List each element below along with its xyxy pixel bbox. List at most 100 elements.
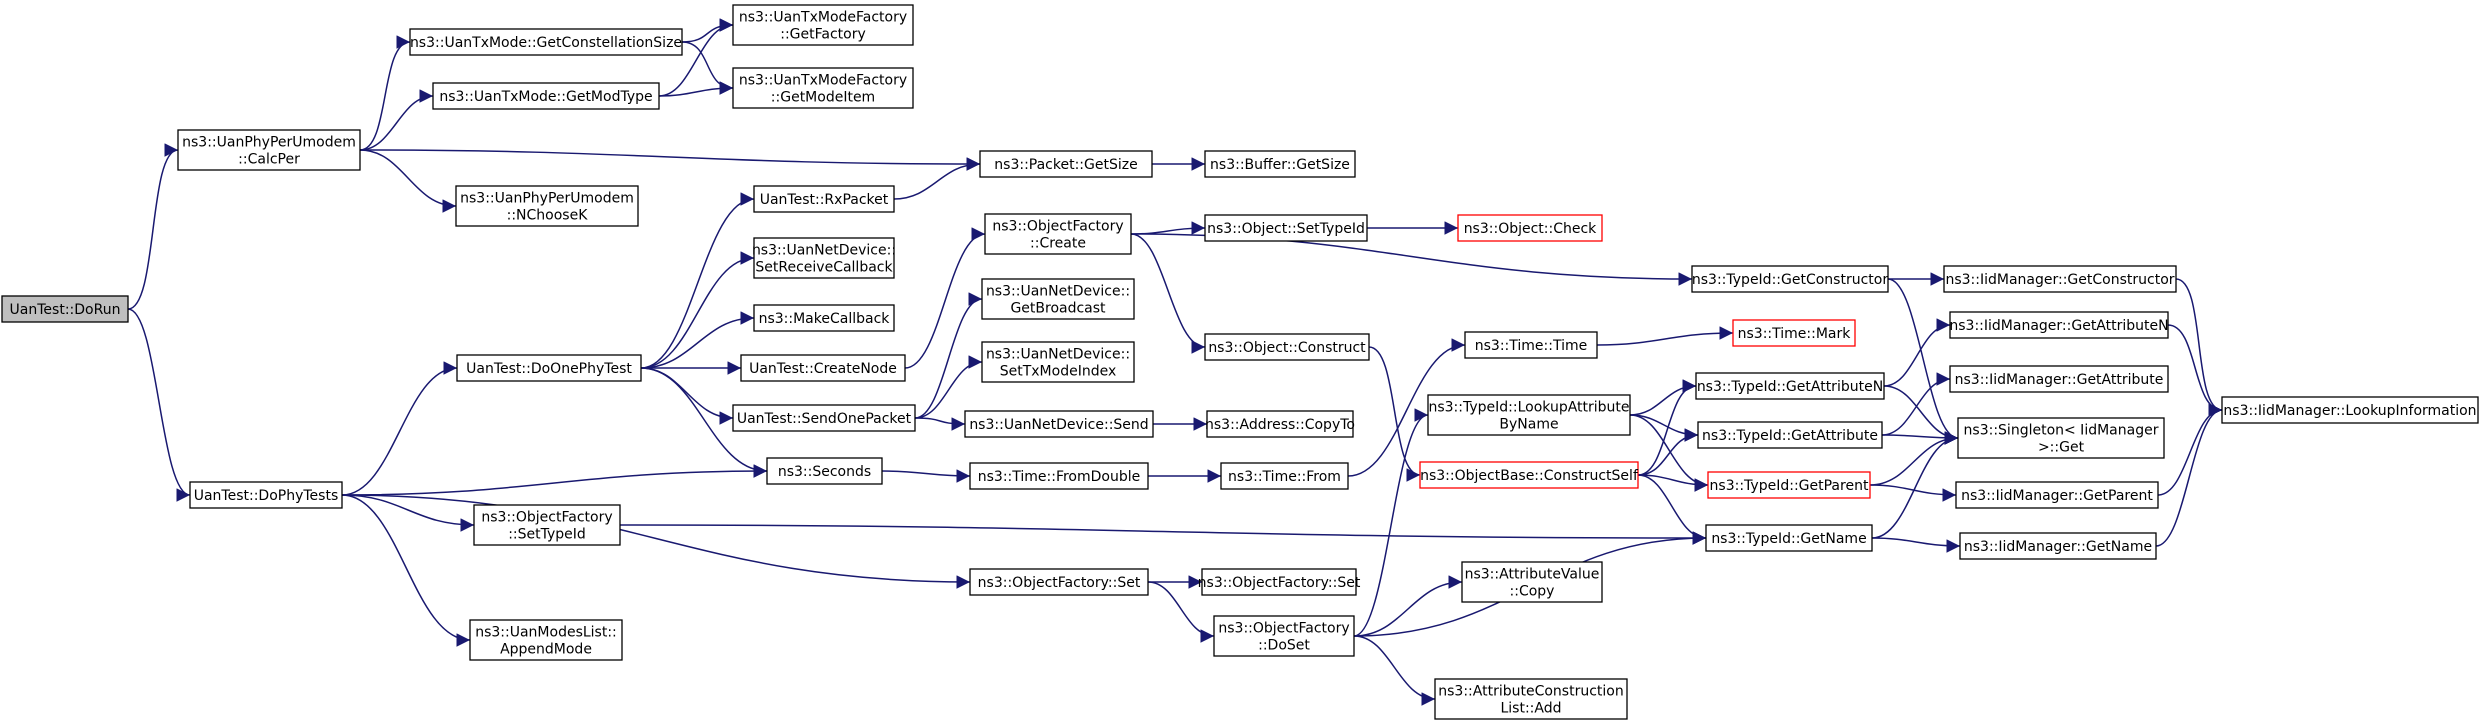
node-settxmode[interactable]: ns3::UanNetDevice::SetTxModeIndex bbox=[981, 341, 1135, 383]
node-label: ns3::IidManager::GetName bbox=[1964, 539, 2152, 555]
node-box bbox=[1457, 214, 1603, 242]
node-iidgetattr[interactable]: ns3::IidManager::GetAttribute bbox=[1949, 365, 2169, 393]
node-label: ns3::Object::Check bbox=[1464, 221, 1597, 237]
node-attrvalcopy[interactable]: ns3::AttributeValue::Copy bbox=[1461, 561, 1603, 603]
node-setrecv[interactable]: ns3::UanNetDevice::SetReceiveCallback bbox=[752, 237, 896, 279]
node-getfactory[interactable]: ns3::UanTxModeFactory::GetFactory bbox=[732, 4, 914, 46]
node-label: ns3::IidManager::LookupInformation bbox=[2223, 403, 2476, 419]
edge-ofdoset-to-attrvalcopy bbox=[1353, 575, 1463, 637]
node-calcper[interactable]: ns3::UanPhyPerUmodem::CalcPer bbox=[177, 129, 361, 171]
node-getconstructor[interactable]: ns3::TypeId::GetConstructor bbox=[1691, 265, 1889, 293]
node-singleton[interactable]: ns3::Singleton< IidManager>::Get bbox=[1957, 417, 2165, 459]
edge-dorun-to-dophytests bbox=[127, 308, 191, 502]
node-iidgetname[interactable]: ns3::IidManager::GetName bbox=[1959, 532, 2157, 560]
node-box bbox=[753, 185, 895, 213]
edge-getname-to-iidgetname bbox=[1871, 537, 1961, 553]
node-label: ::GetModeItem bbox=[771, 90, 875, 106]
node-ofcreate[interactable]: ns3::ObjectFactory::Create bbox=[984, 213, 1132, 255]
node-label: ns3::ObjectBase::ConstructSelf bbox=[1420, 468, 1639, 484]
node-box bbox=[455, 185, 639, 227]
node-makecallback[interactable]: ns3::MakeCallback bbox=[753, 304, 895, 332]
node-ofdoset[interactable]: ns3::ObjectFactory::DoSet bbox=[1213, 615, 1355, 657]
node-ofset2[interactable]: ns3::ObjectFactory::Set bbox=[1198, 568, 1361, 596]
node-getname[interactable]: ns3::TypeId::GetName bbox=[1705, 524, 1873, 552]
edge-doonephy-to-setrecv bbox=[640, 251, 755, 369]
node-getmodeitem[interactable]: ns3::UanTxModeFactory::GetModeItem bbox=[732, 67, 914, 109]
edge-constructself-to-getattr bbox=[1637, 428, 1699, 476]
node-label: ns3::ObjectFactory::Set bbox=[1198, 575, 1361, 591]
node-objconstruct[interactable]: ns3::Object::Construct bbox=[1204, 333, 1370, 361]
node-box bbox=[1697, 421, 1883, 449]
node-box bbox=[753, 237, 895, 279]
edge-dorun-to-calcper bbox=[127, 143, 179, 310]
node-box bbox=[1213, 615, 1355, 657]
node-rxpacket[interactable]: UanTest::RxPacket bbox=[753, 185, 895, 213]
node-doonephy[interactable]: UanTest::DoOnePhyTest bbox=[456, 354, 642, 382]
node-box bbox=[1427, 394, 1631, 436]
node-box bbox=[1732, 319, 1856, 347]
node-timetime[interactable]: ns3::Time::Time bbox=[1464, 331, 1598, 359]
edge-getconst-to-getfactory bbox=[681, 18, 734, 43]
node-box bbox=[1204, 150, 1356, 178]
node-box bbox=[969, 462, 1149, 490]
edge-getattrn-to-iidgetattrn bbox=[1883, 318, 1951, 387]
node-label: >::Get bbox=[2038, 440, 2085, 456]
node-label: ns3::UanPhyPerUmodem bbox=[182, 135, 356, 151]
node-iidlookup[interactable]: ns3::IidManager::LookupInformation bbox=[2221, 396, 2479, 424]
node-constructself[interactable]: ns3::ObjectBase::ConstructSelf bbox=[1419, 461, 1639, 489]
node-label: ns3::Buffer::GetSize bbox=[1210, 157, 1350, 173]
node-box bbox=[1949, 365, 2169, 393]
node-copyto[interactable]: ns3::Address::CopyTo bbox=[1205, 410, 1355, 438]
node-label: ns3::UanTxMode::GetConstellationSize bbox=[410, 35, 682, 51]
node-objsettypeid[interactable]: ns3::Object::SetTypeId bbox=[1204, 214, 1368, 242]
node-ofset[interactable]: ns3::ObjectFactory::Set bbox=[969, 568, 1149, 596]
node-box bbox=[473, 504, 621, 546]
edge-createnode-to-ofcreate bbox=[904, 227, 986, 369]
node-getbroadcast[interactable]: ns3::UanNetDevice::GetBroadcast bbox=[981, 278, 1135, 320]
node-fromdouble[interactable]: ns3::Time::FromDouble bbox=[969, 462, 1149, 490]
node-buffergetsize[interactable]: ns3::Buffer::GetSize bbox=[1204, 150, 1356, 178]
node-iidgetparent[interactable]: ns3::IidManager::GetParent bbox=[1955, 481, 2159, 509]
node-timemark[interactable]: ns3::Time::Mark bbox=[1732, 319, 1856, 347]
node-getmodtype[interactable]: ns3::UanTxMode::GetModType bbox=[432, 82, 660, 110]
node-box bbox=[753, 304, 895, 332]
node-box bbox=[1955, 481, 2159, 509]
node-label: UanTest::RxPacket bbox=[760, 192, 889, 208]
node-createnode[interactable]: UanTest::CreateNode bbox=[740, 354, 906, 382]
node-box bbox=[432, 82, 660, 110]
node-box bbox=[1434, 678, 1628, 720]
edge-dophytests-to-ofsettypeid bbox=[341, 494, 475, 532]
edge-constructself-to-getattrn bbox=[1637, 379, 1697, 476]
edge-getconst-to-getmodeitem bbox=[681, 41, 734, 95]
node-label: AppendMode bbox=[500, 642, 592, 658]
node-box bbox=[1464, 331, 1598, 359]
node-appendmode[interactable]: ns3::UanModesList::AppendMode bbox=[469, 619, 623, 661]
node-packetgetsize[interactable]: ns3::Packet::GetSize bbox=[979, 150, 1153, 178]
node-sendonepacket[interactable]: UanTest::SendOnePacket bbox=[732, 404, 916, 432]
node-getattrn[interactable]: ns3::TypeId::GetAttributeN bbox=[1695, 372, 1885, 400]
node-netsend[interactable]: ns3::UanNetDevice::Send bbox=[964, 410, 1154, 438]
node-getconst[interactable]: ns3::UanTxMode::GetConstellationSize bbox=[409, 28, 683, 56]
node-dorun[interactable]: UanTest::DoRun bbox=[1, 295, 129, 323]
node-dophytests[interactable]: UanTest::DoPhyTests bbox=[189, 481, 343, 509]
node-label: ns3::UanNetDevice:: bbox=[986, 284, 1130, 300]
node-box bbox=[189, 481, 343, 509]
edge-dophytests-to-ofset bbox=[341, 494, 971, 589]
node-label: ns3::IidManager::GetAttribute bbox=[1955, 372, 2164, 388]
node-box bbox=[1204, 333, 1370, 361]
node-label: ns3::UanTxMode::GetModType bbox=[439, 89, 652, 105]
node-box bbox=[979, 150, 1153, 178]
node-nchoosek[interactable]: ns3::UanPhyPerUmodem::NChooseK bbox=[455, 185, 639, 227]
node-getparent[interactable]: ns3::TypeId::GetParent bbox=[1707, 471, 1871, 499]
node-seconds[interactable]: ns3::Seconds bbox=[766, 457, 883, 485]
node-objcheck[interactable]: ns3::Object::Check bbox=[1457, 214, 1603, 242]
node-getattr[interactable]: ns3::TypeId::GetAttribute bbox=[1697, 421, 1883, 449]
node-iidgetconstructor[interactable]: ns3::IidManager::GetConstructor bbox=[1943, 265, 2177, 293]
node-timefrom[interactable]: ns3::Time::From bbox=[1220, 462, 1349, 490]
node-iidgetattrn[interactable]: ns3::IidManager::GetAttributeN bbox=[1949, 311, 2169, 339]
node-ofsettypeid[interactable]: ns3::ObjectFactory::SetTypeId bbox=[473, 504, 621, 546]
node-box bbox=[1959, 532, 2157, 560]
node-label: ns3::IidManager::GetParent bbox=[1961, 488, 2153, 504]
